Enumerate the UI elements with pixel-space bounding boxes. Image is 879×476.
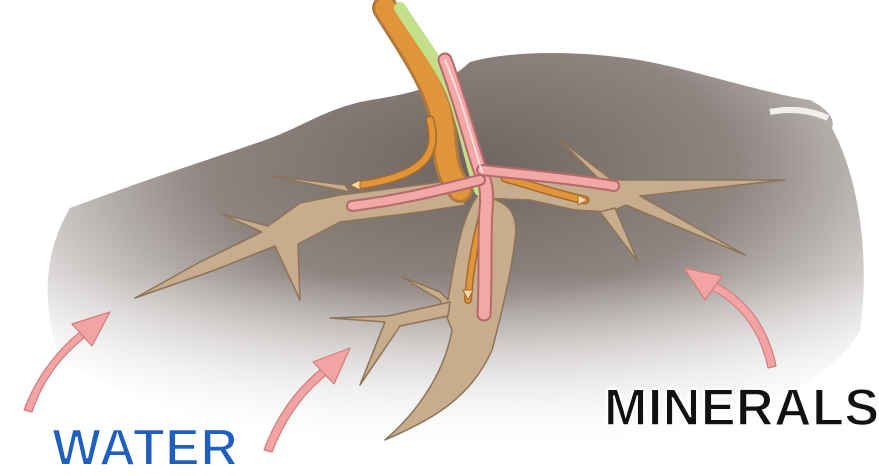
water-label: WATER	[52, 418, 238, 476]
minerals-label: MINERALS	[604, 378, 879, 438]
